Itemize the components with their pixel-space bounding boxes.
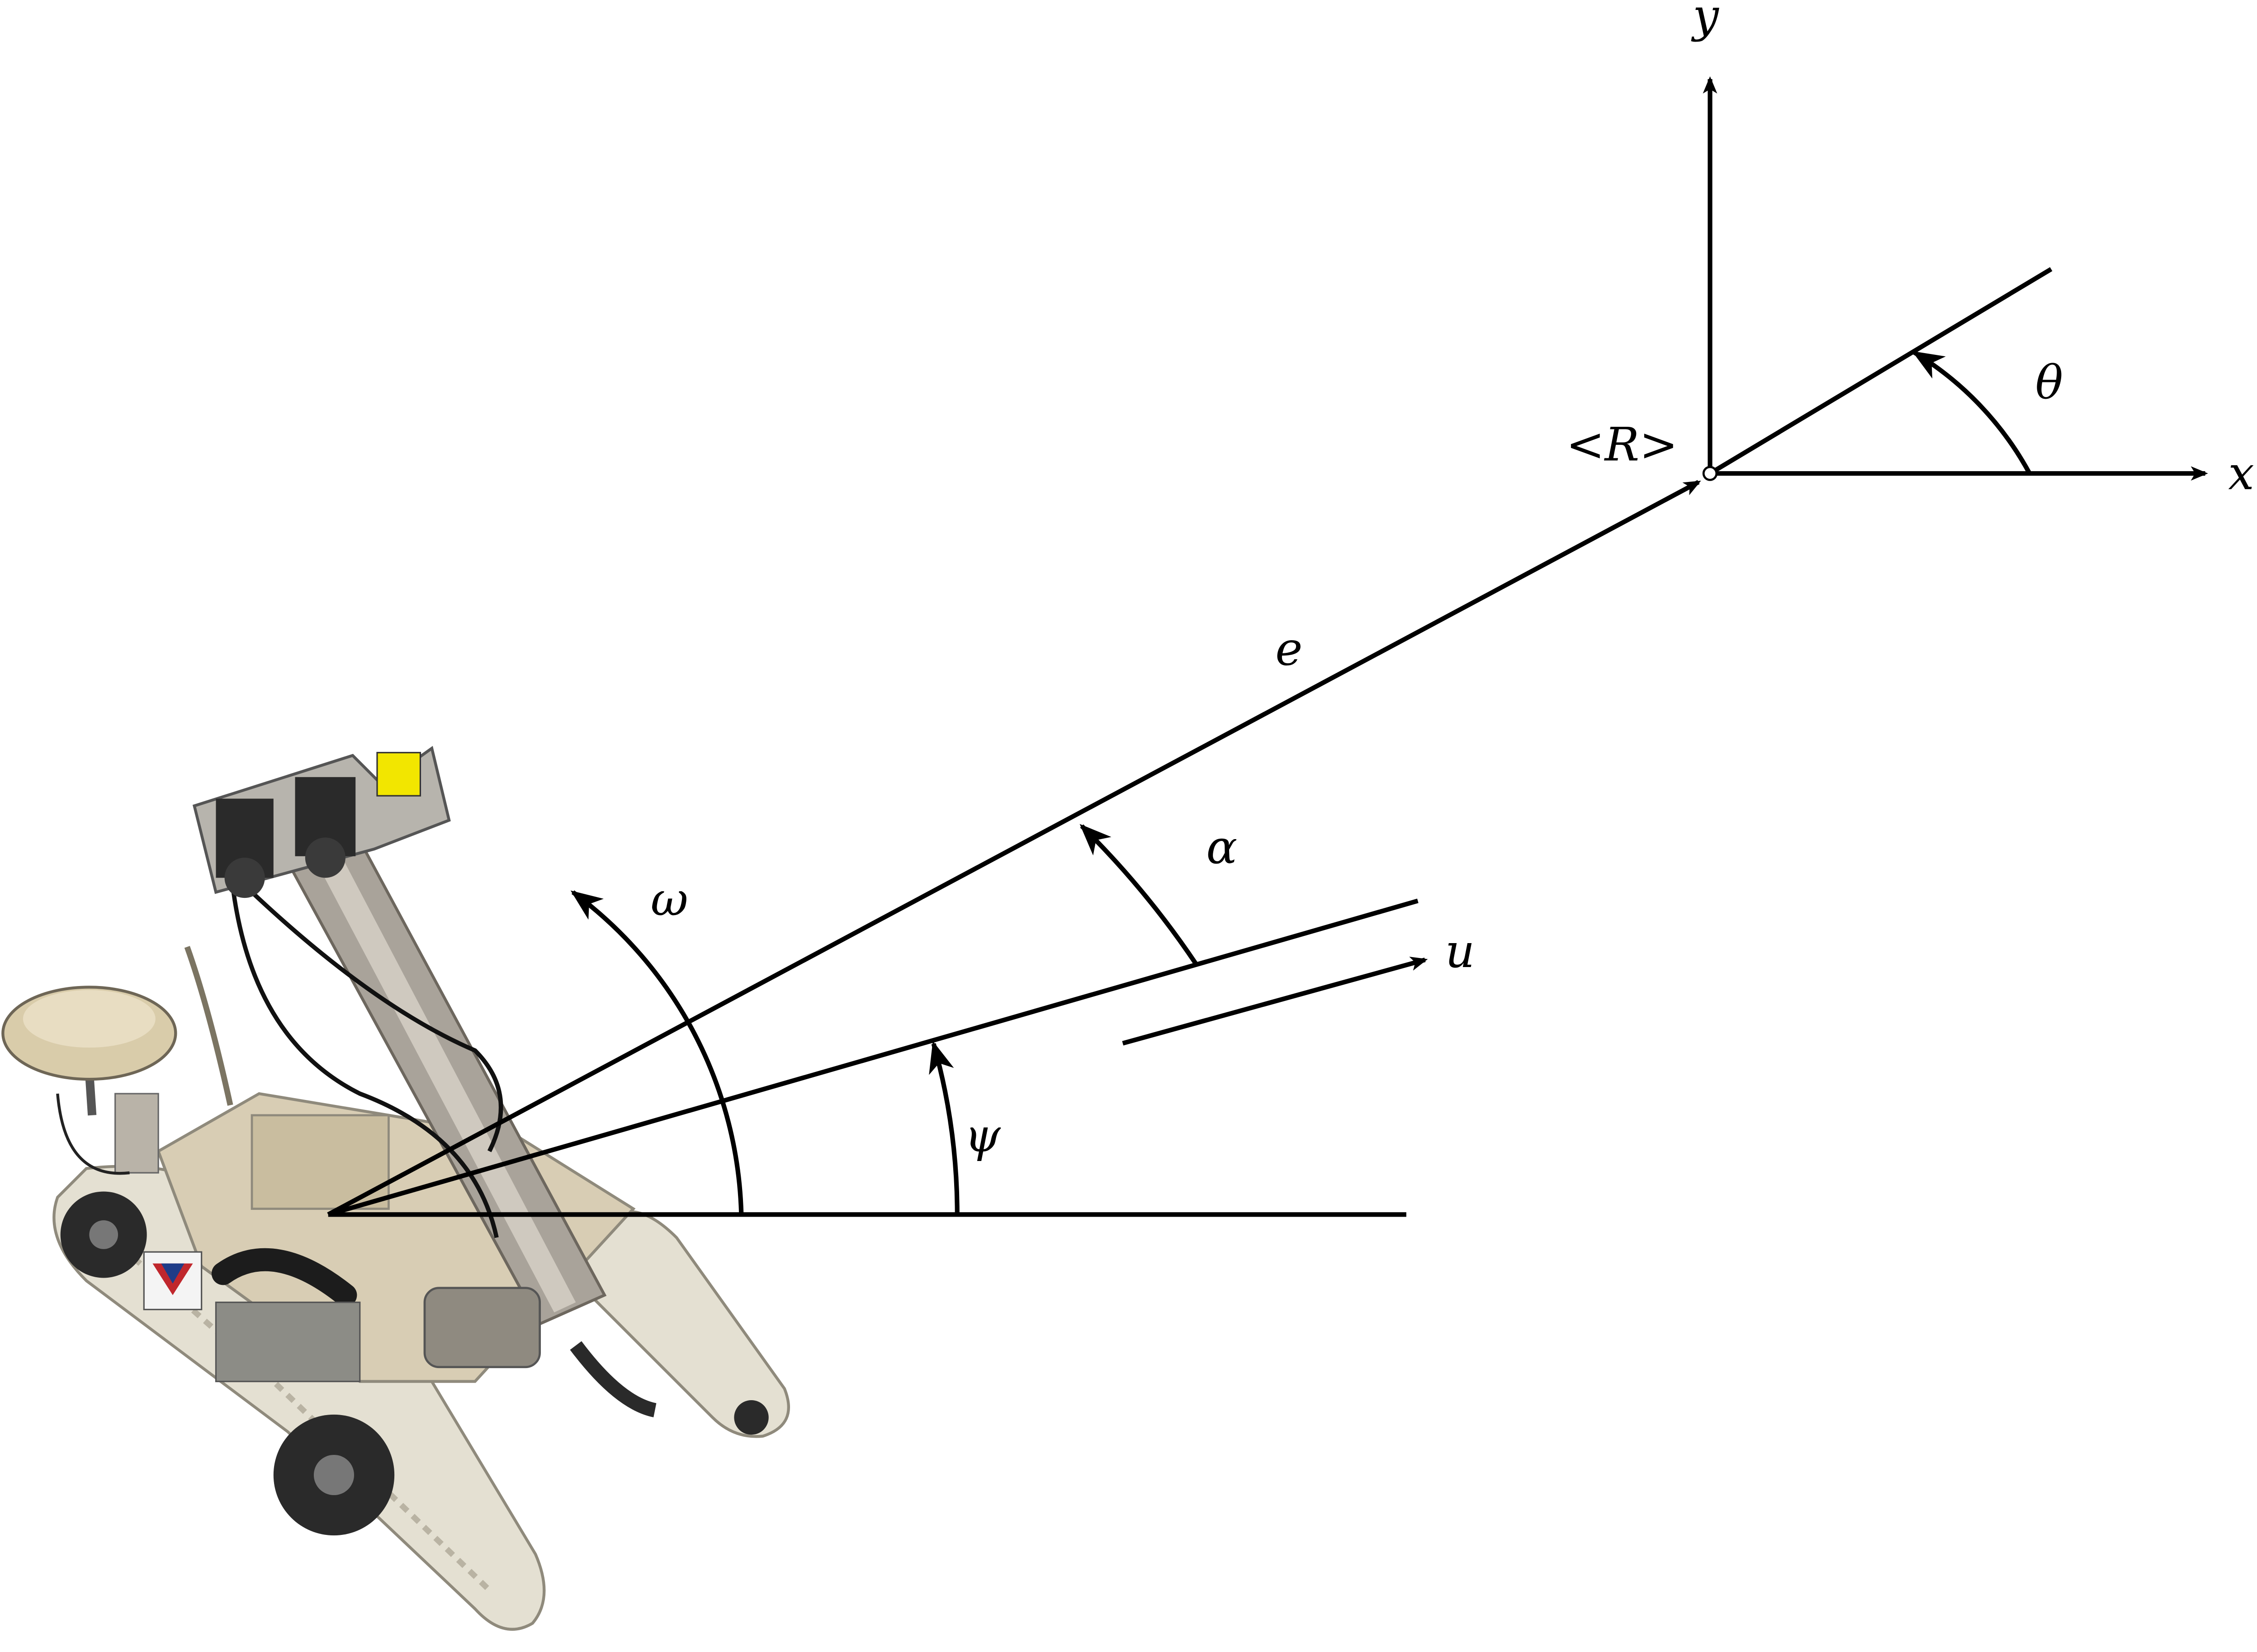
e-label: e [1275,623,1302,676]
radio-antenna [184,946,233,1106]
theta-label: θ [2035,356,2063,410]
u-label: u [1445,925,1475,978]
error-vector-e [327,480,1701,1217]
geometry-lines [327,76,2208,1217]
right-track [574,1210,790,1438]
omega-label: ω [651,873,688,926]
reference-point-label: <R> [1566,418,1678,472]
psi-arc [929,1041,960,1215]
theta-arc [1912,350,2032,475]
y-axis-label: y [1691,0,1719,43]
reference-point-marker [1702,466,1718,481]
camera-head [192,746,451,898]
gps-antenna [1,986,177,1175]
psi-label: ψ [965,1109,1001,1162]
velocity-arrow-u [1122,957,1428,1046]
alpha-label: α [1206,821,1237,875]
omega-arc [570,890,744,1215]
x-axis-label: x [2228,447,2254,500]
tracked-robot-image [1,746,790,1631]
heading-line [327,898,1419,1217]
angle-arcs [570,350,2032,1215]
target-heading-line [1708,267,2053,476]
alpha-arc [1079,824,1198,966]
